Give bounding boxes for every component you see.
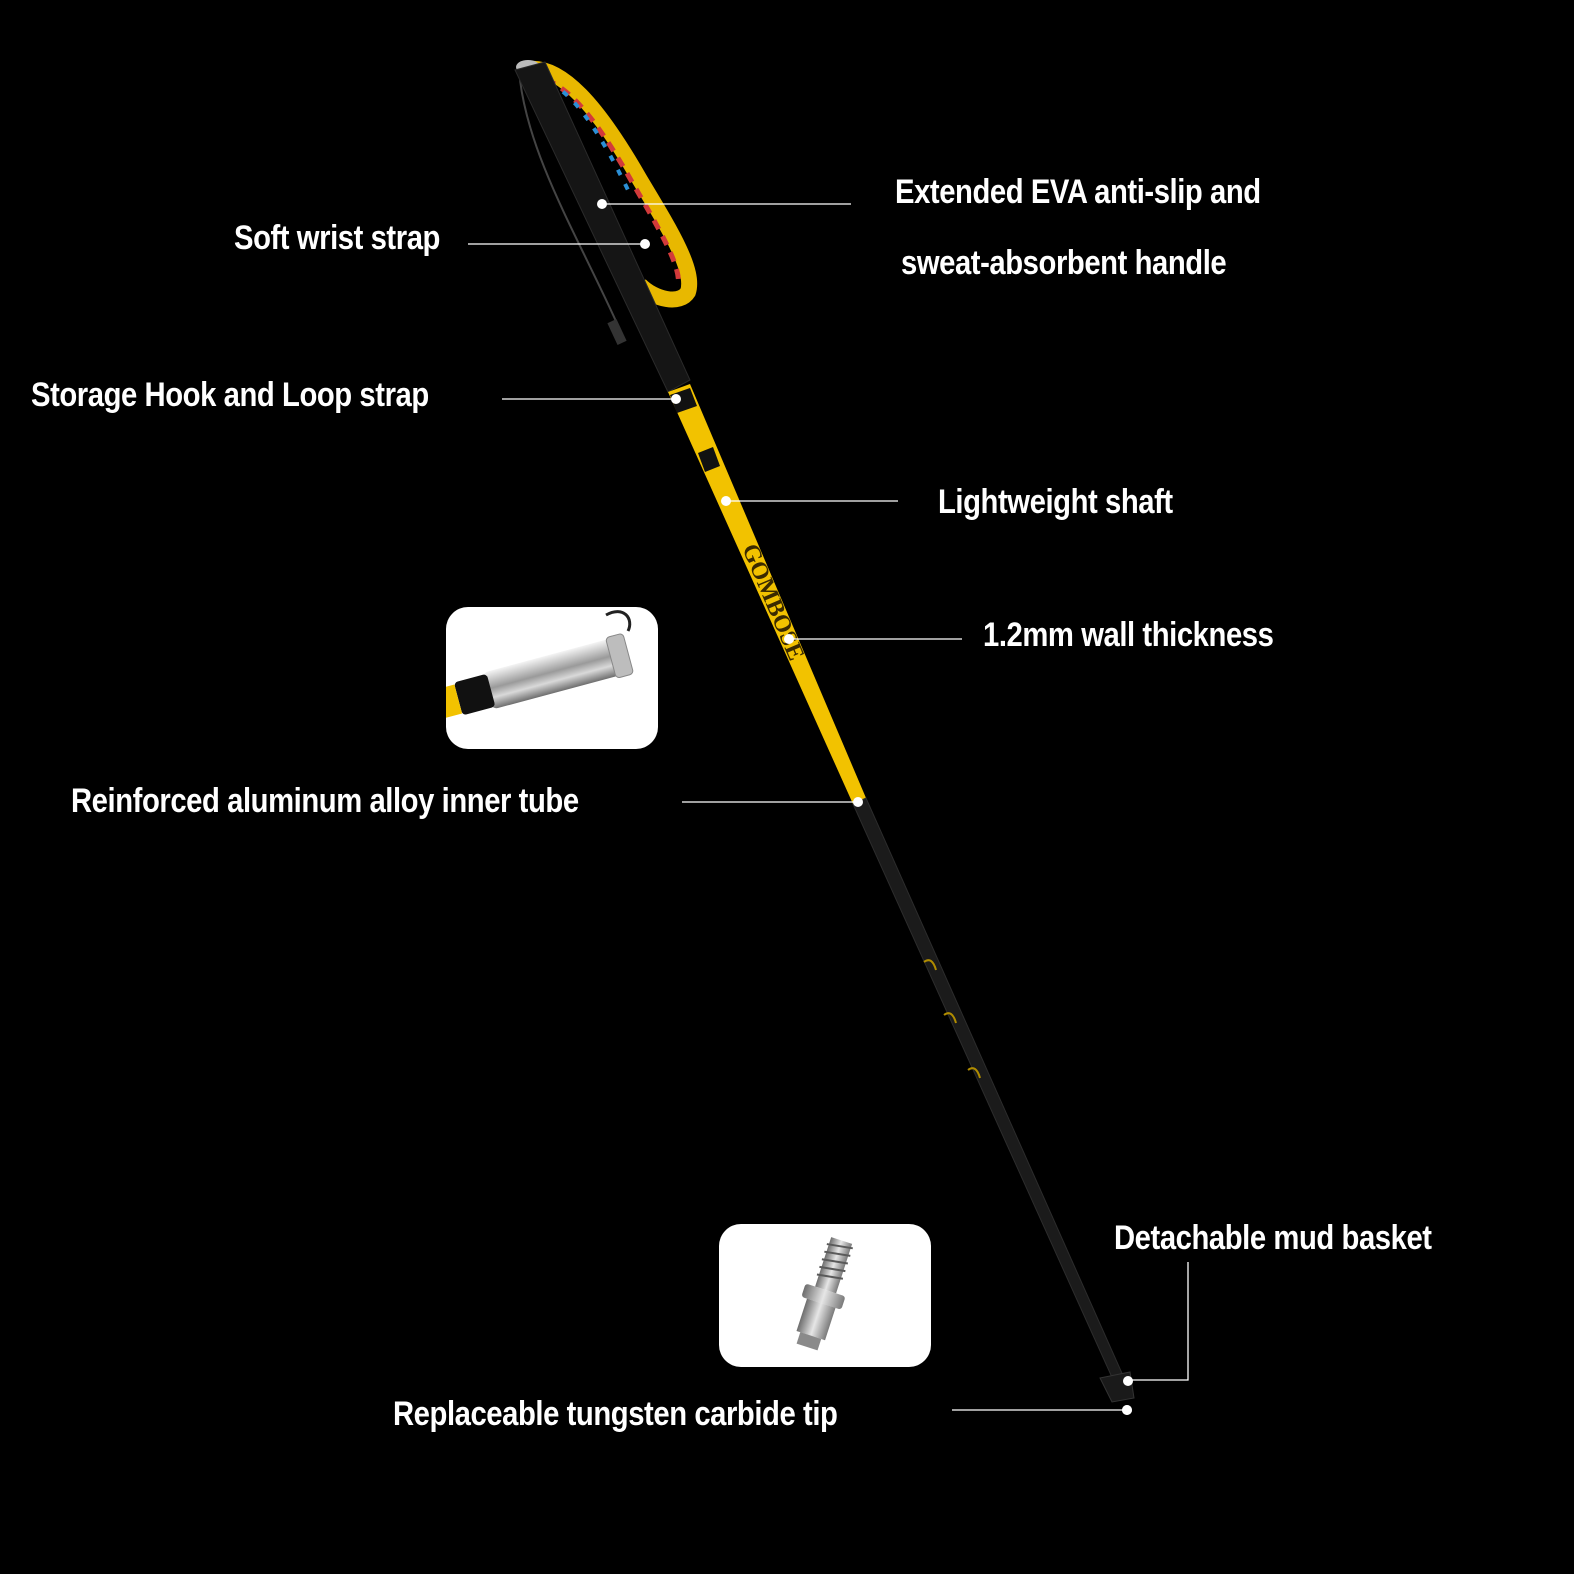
inner-tube-label: Reinforced aluminum alloy inner tube [71,782,579,820]
handle-shape [514,61,691,393]
upper-shaft-shape [668,384,866,804]
wrist-strap-shape [520,60,698,308]
storage-strap-label: Storage Hook and Loop strap [31,376,429,414]
mud-basket-label: Detachable mud basket [1114,1219,1432,1257]
handle-label-line2: sweat-absorbent handle [901,244,1227,282]
wall-thickness-label: 1.2mm wall thickness [983,616,1274,654]
handle-label-line1: Extended EVA anti-slip and [895,173,1261,211]
callout-dots [597,199,1133,1415]
carbide-tip-photo [719,1224,931,1367]
leader-lines [468,203,1189,1411]
inner-tube-photo [446,607,658,749]
shaft-label: Lightweight shaft [938,483,1173,521]
tip-label: Replaceable tungsten carbide tip [393,1395,838,1433]
pole-brand-text: GOMBOSE [736,540,808,664]
wrist-strap-label: Soft wrist strap [234,219,440,257]
